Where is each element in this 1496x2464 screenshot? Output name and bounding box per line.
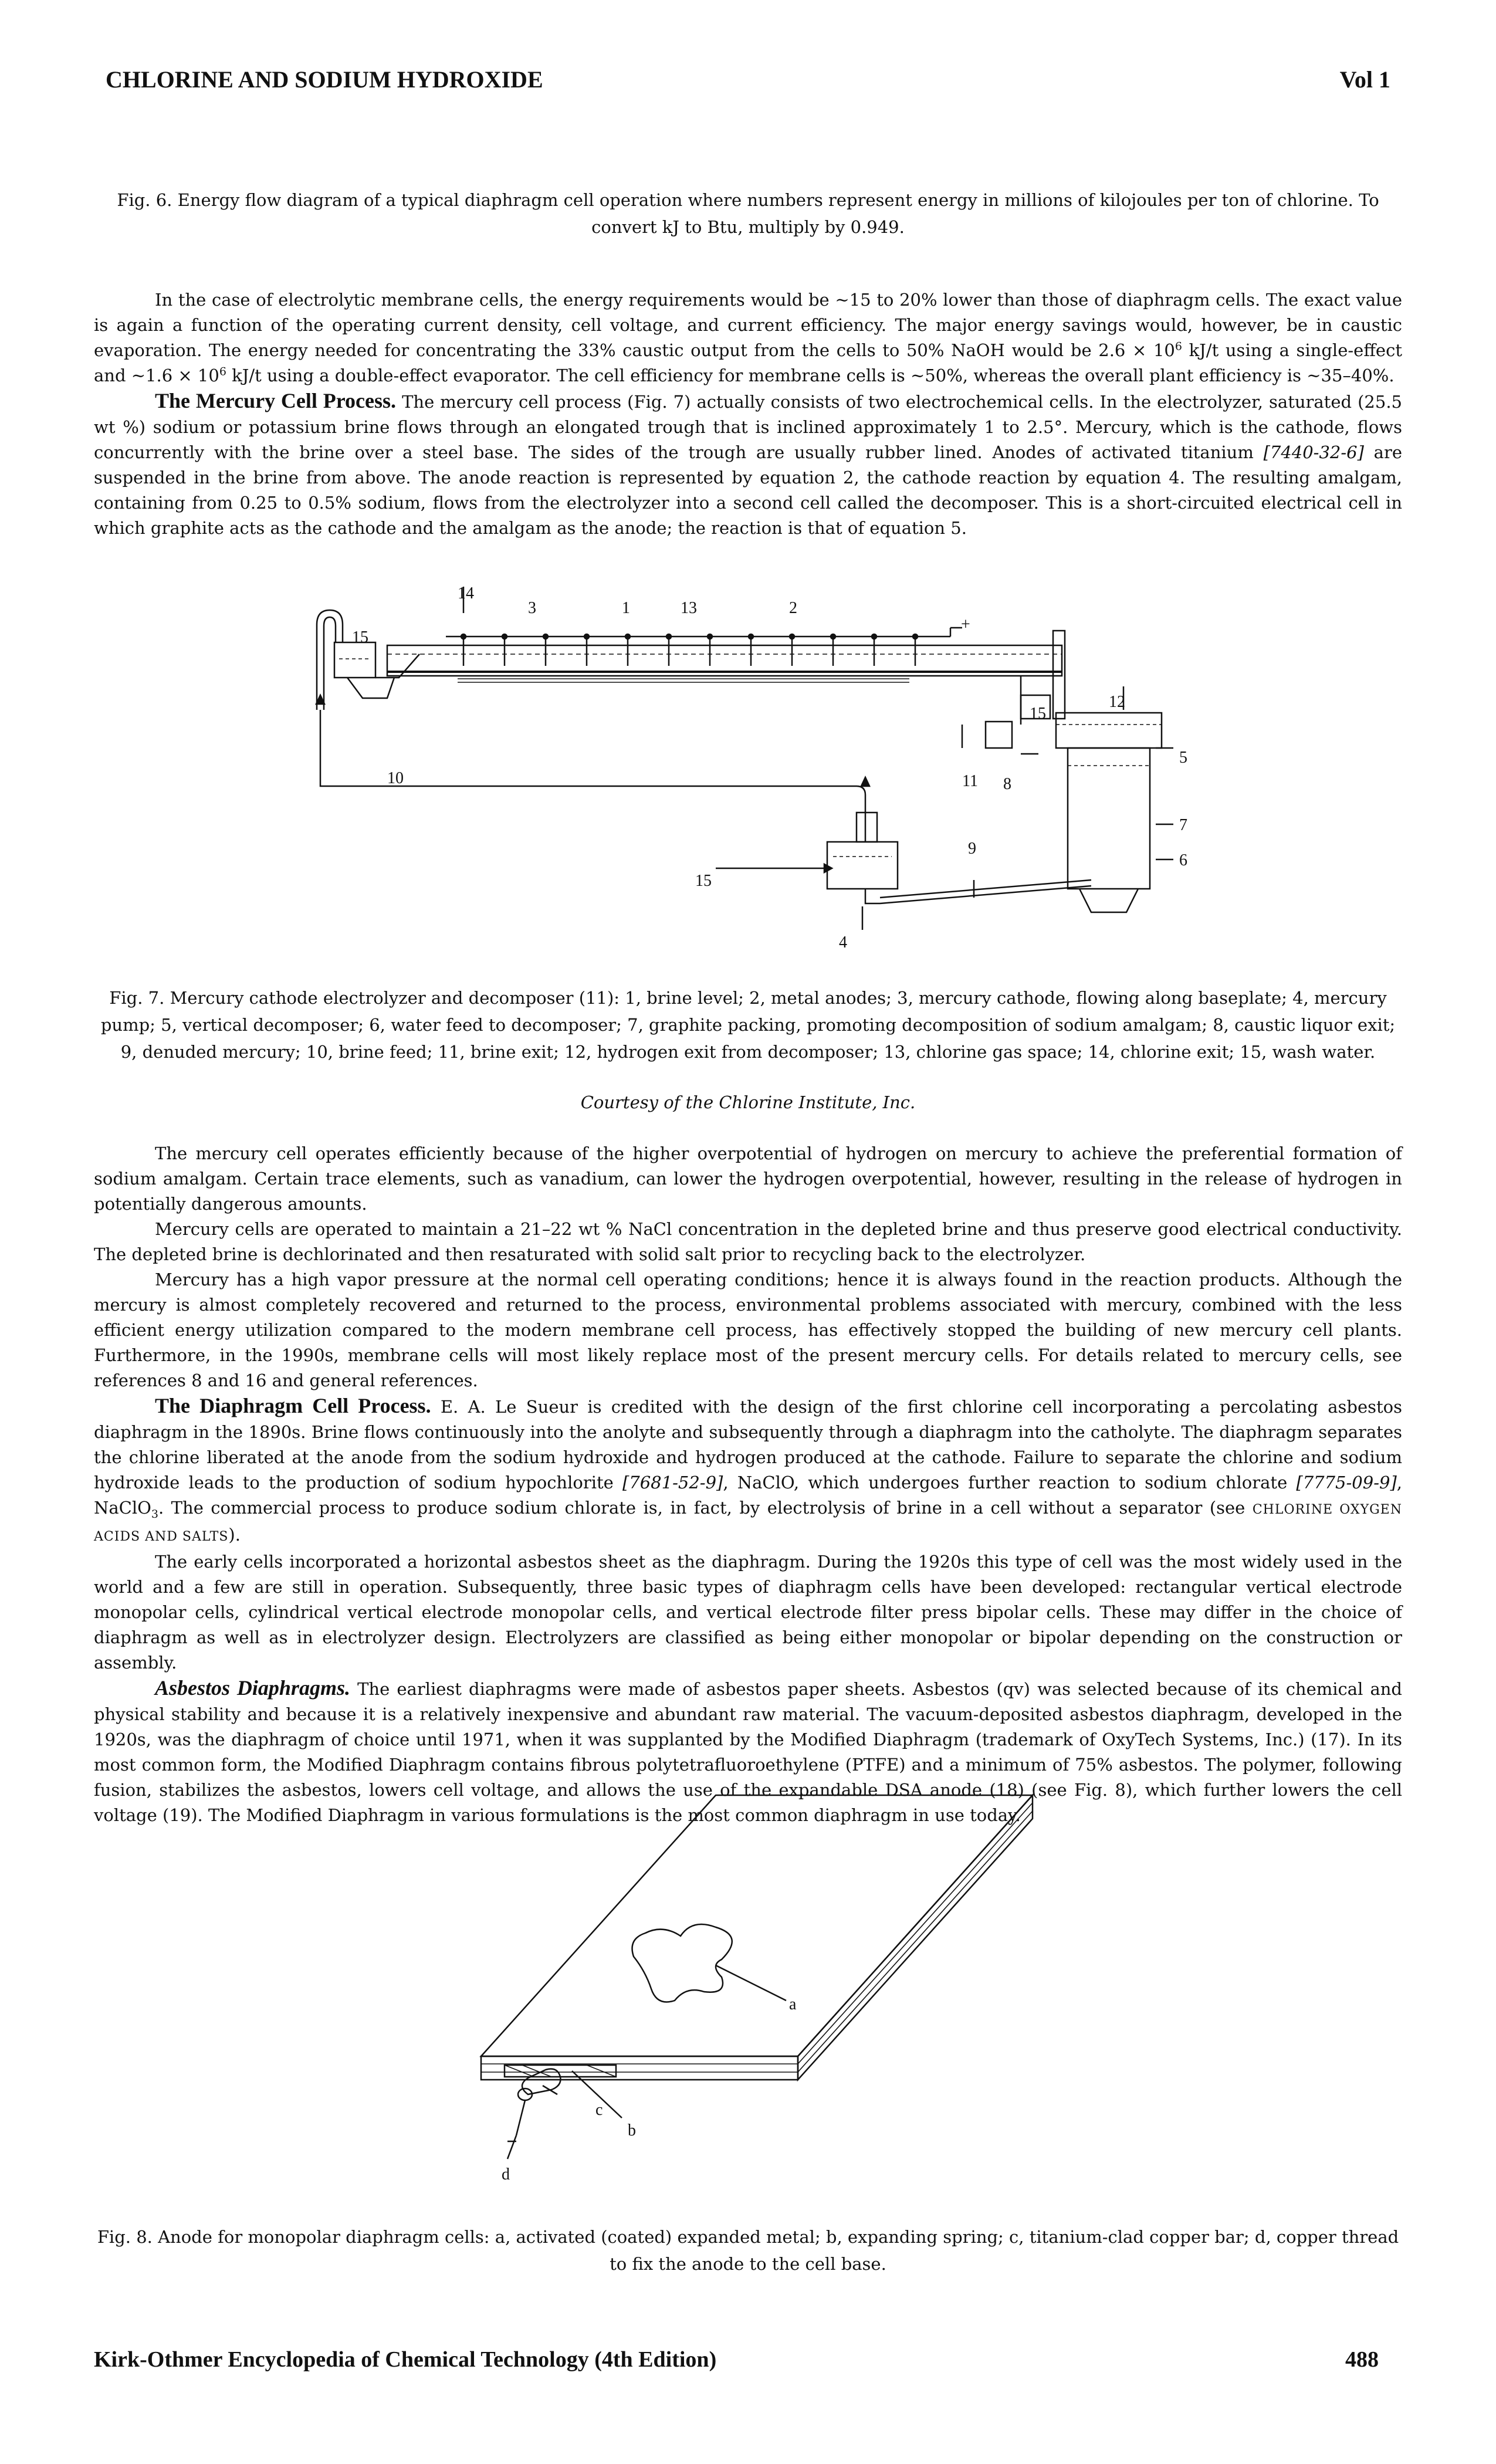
fig7-label-1: 1 — [622, 599, 630, 617]
body-text-block-2: The mercury cell operates efficiently be… — [94, 1141, 1402, 1828]
fig7-label-9: 9 — [968, 840, 976, 858]
fig7-labels: 14 3 1 13 2 15 10 + 15 12 11 8 5 7 6 9 1… — [352, 584, 1187, 952]
anode-bar-and-spring — [503, 2064, 617, 2136]
fig7-label-13: 13 — [681, 599, 697, 617]
anode-connector-dot — [624, 633, 631, 640]
paragraph-diaphragm-cell-process: The Diaphragm Cell Process. E. A. Le Sue… — [94, 1394, 1403, 1545]
fig7-label-8: 8 — [1003, 775, 1011, 793]
electrolyzer-trough — [316, 609, 1066, 725]
anode-connector-dot — [788, 633, 796, 640]
flow-arrows — [462, 587, 1173, 930]
paragraph-early-cells: The early cells incorporated a horizonta… — [94, 1552, 1402, 1673]
fig7-label-plus: + — [961, 615, 970, 634]
fig7-label-10: 10 — [387, 769, 404, 787]
paragraph-mercury-overpotential: The mercury cell operates efficiently be… — [94, 1143, 1402, 1214]
fig7-label-11: 11 — [962, 772, 978, 790]
fig7-courtesy-line: Courtesy of the Chlorine Institute, Inc. — [580, 1092, 916, 1112]
fig8-anode-diagram: a b c d — [479, 1793, 1034, 2184]
fig8-label-c: c — [595, 2101, 603, 2119]
fig8-labels: a b c d — [502, 1995, 797, 2184]
anode-connector-dot — [542, 633, 549, 640]
fig7-label-15a: 15 — [352, 628, 368, 647]
anode-connector-dot — [583, 633, 590, 640]
decomposer — [984, 694, 1163, 913]
fig7-label-5: 5 — [1179, 749, 1187, 767]
running-header-title: CHLORINE AND SODIUM HYDROXIDE — [106, 66, 543, 93]
anode-connector-dot — [830, 633, 837, 640]
paragraph-mercury-vapor: Mercury has a high vapor pressure at the… — [94, 1270, 1402, 1390]
fig7-label-15b: 15 — [1030, 705, 1046, 723]
running-header-volume: Vol 1 — [1339, 66, 1390, 93]
anode-connector-dot — [665, 633, 672, 640]
anode-connector-dot — [871, 633, 878, 640]
paragraph-asbestos-diaphragms: Asbestos Diaphragms. The earliest diaphr… — [94, 1676, 1402, 1825]
footer-publication: Kirk-Othmer Encyclopedia of Chemical Tec… — [94, 2347, 717, 2372]
cas-number: [7775-09-9] — [1296, 1473, 1397, 1492]
fig7-mercury-cell-diagram: 14 3 1 13 2 15 10 + 15 12 11 8 5 7 6 9 1… — [315, 584, 1187, 952]
anode-hangers — [460, 633, 919, 666]
section-heading-diaphragm: The Diaphragm Cell Process. — [155, 1394, 431, 1417]
fig7-label-15c: 15 — [695, 872, 712, 890]
cross-reference-link[interactable]: Chlorine oxygen acids and salts — [94, 1502, 1402, 1544]
anode-plate — [479, 1793, 1034, 2082]
body-text-block-1: In the case of electrolytic membrane cel… — [94, 287, 1402, 541]
paragraph-mercury-cell-process: The Mercury Cell Process. The mercury ce… — [94, 389, 1402, 538]
cas-number: [7440-32-6] — [1263, 442, 1364, 462]
paragraph-mercury-brine: Mercury cells are operated to maintain a… — [94, 1219, 1402, 1264]
anode-connector-dot — [706, 633, 713, 640]
fig7-label-3: 3 — [528, 599, 536, 617]
anode-connector-dot — [460, 633, 467, 640]
anode-connector-dot — [747, 633, 754, 640]
section-heading-mercury: The Mercury Cell Process. — [155, 389, 397, 412]
anode-bus — [446, 627, 962, 638]
fig7-caption: Fig. 7. Mercury cathode electrolyzer and… — [100, 988, 1396, 1062]
fig7-label-6: 6 — [1179, 851, 1187, 869]
fig8-leaders — [506, 1964, 787, 2160]
fig8-label-a: a — [789, 1995, 797, 2013]
fig6-caption: Fig. 6. Energy flow diagram of a typical… — [117, 190, 1379, 237]
fig8-caption: Fig. 8. Anode for monopolar diaphragm ce… — [97, 2227, 1399, 2274]
fig7-label-7: 7 — [1179, 816, 1187, 834]
fig8-label-d: d — [502, 2165, 510, 2184]
fig7-label-12: 12 — [1109, 693, 1125, 711]
fig7-label-2: 2 — [789, 599, 797, 617]
anode-connector-dot — [912, 633, 919, 640]
anode-connector-dot — [501, 633, 508, 640]
fig7-label-14: 14 — [458, 584, 474, 603]
fig7-label-4: 4 — [839, 933, 847, 952]
cas-number: [7681-52-9] — [622, 1473, 723, 1492]
brine-feed-loop — [315, 693, 871, 842]
section-heading-asbestos: Asbestos Diaphragms. — [155, 1676, 350, 1700]
footer-page-number: 488 — [1345, 2347, 1379, 2372]
fig8-label-b: b — [628, 2121, 636, 2140]
mercury-pump — [716, 811, 1092, 905]
paragraph-membrane-energy: In the case of electrolytic membrane cel… — [94, 290, 1402, 385]
